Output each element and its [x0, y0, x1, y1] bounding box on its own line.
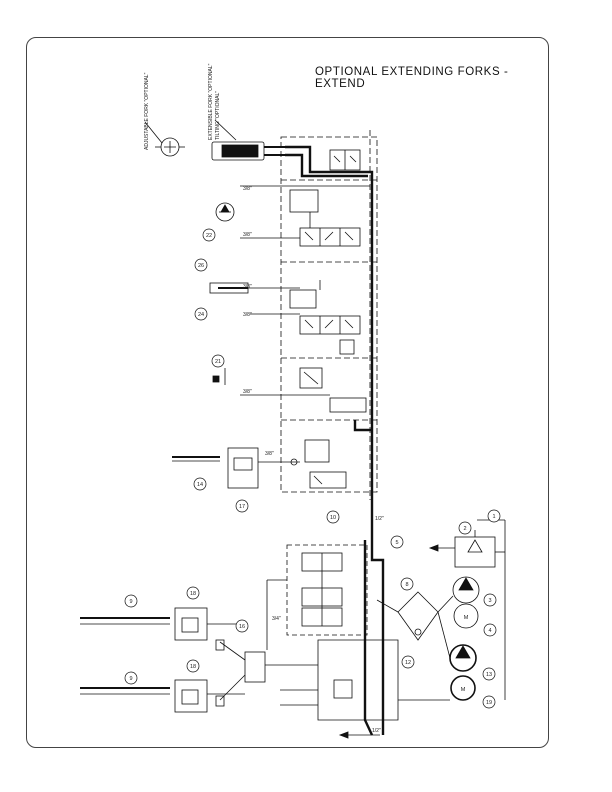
- callout-9-lower: 9: [124, 671, 138, 685]
- manifold: [397, 591, 454, 659]
- svg-text:10: 10: [330, 515, 336, 521]
- svg-text:17: 17: [239, 504, 245, 510]
- callouts: 22 26 24 21 14 17 10 1 2 3 4 5 8 9 9 18 …: [124, 228, 501, 709]
- valve-block-outline: [280, 130, 378, 500]
- svg-text:3: 3: [488, 598, 491, 604]
- valve-section-1: [329, 149, 361, 171]
- size-label: 3/8": [243, 284, 252, 290]
- svg-text:M: M: [461, 687, 466, 693]
- callout-12: 12: [401, 655, 415, 669]
- svg-text:19: 19: [486, 700, 492, 706]
- svg-text:22: 22: [206, 233, 212, 239]
- callout-5: 5: [390, 535, 404, 549]
- filter-block: [428, 520, 506, 700]
- size-label: 3/8": [243, 312, 252, 318]
- valve-section-3: [209, 280, 361, 355]
- callout-2: 2: [458, 521, 472, 535]
- valve-section-4: [212, 367, 367, 413]
- label-adjustable-fork: ADJUSTABLE FORK "OPTIONAL": [144, 72, 150, 150]
- svg-text:4: 4: [488, 628, 491, 634]
- left-cylinder-lower: [80, 679, 245, 713]
- label-extensible-fork: EXTENSIBLE FORK "OPTIONAL": [208, 63, 214, 140]
- svg-text:12: 12: [405, 660, 411, 666]
- label-tilting: TILTING "OPTIONAL": [215, 91, 221, 140]
- size-label: 3/8": [243, 232, 252, 238]
- callout-1: 1: [487, 509, 501, 523]
- callout-10: 10: [326, 510, 340, 524]
- callout-26: 26: [194, 258, 208, 272]
- svg-text:14: 14: [197, 482, 203, 488]
- svg-text:24: 24: [198, 312, 204, 318]
- valve-section-5: [172, 439, 347, 489]
- callout-13: 13: [482, 667, 496, 681]
- diagram-frame: [26, 37, 549, 748]
- lowering-valve: [215, 639, 266, 707]
- svg-text:18: 18: [190, 664, 196, 670]
- callout-16: 16: [235, 619, 249, 633]
- size-label: 1/2": [372, 728, 381, 734]
- svg-text:M: M: [464, 615, 469, 621]
- line-size-labels: 3/8" 3/8" 3/8" 3/8" 3/8" 3/8" 1/2" 3/4" …: [243, 186, 384, 734]
- valve-section-2: [215, 185, 370, 247]
- size-label: 3/8": [243, 186, 252, 192]
- callout-19: 19: [482, 695, 496, 709]
- callout-17: 17: [235, 499, 249, 513]
- callout-24: 24: [194, 307, 208, 321]
- svg-text:18: 18: [190, 591, 196, 597]
- diagram-title: OPTIONAL EXTENDING FORKS - EXTEND: [315, 66, 508, 90]
- size-label: 3/8": [265, 451, 274, 457]
- callout-18-lower: 18: [186, 659, 200, 673]
- svg-text:13: 13: [486, 672, 492, 678]
- svg-text:8: 8: [405, 582, 408, 588]
- pump-motor-upper: M: [452, 576, 480, 629]
- callout-9-upper: 9: [124, 594, 138, 608]
- tank: [317, 639, 399, 739]
- extensible-fork-cylinder: [211, 119, 285, 161]
- callout-14: 14: [193, 477, 207, 491]
- pump-motor-lower: M: [449, 644, 477, 701]
- callout-8: 8: [400, 577, 414, 591]
- svg-text:21: 21: [215, 359, 221, 365]
- callout-3: 3: [483, 593, 497, 607]
- callout-21: 21: [211, 354, 225, 368]
- callout-18-upper: 18: [186, 586, 200, 600]
- title-line-1: OPTIONAL EXTENDING FORKS -: [315, 66, 509, 78]
- size-label: 1/2": [375, 516, 384, 522]
- lower-valve-block: [266, 544, 368, 650]
- adjustable-fork-motor: [144, 121, 185, 157]
- callout-4: 4: [483, 623, 497, 637]
- left-cylinder-upper: [80, 607, 245, 641]
- callout-22: 22: [202, 228, 216, 242]
- size-label: 3/8": [243, 389, 252, 395]
- svg-text:9: 9: [129, 676, 132, 682]
- size-label: 3/4": [272, 616, 281, 622]
- svg-text:26: 26: [198, 263, 204, 269]
- svg-text:2: 2: [463, 526, 466, 532]
- svg-text:5: 5: [395, 540, 398, 546]
- svg-text:1: 1: [492, 514, 495, 520]
- title-line-2: EXTEND: [315, 78, 366, 90]
- svg-text:9: 9: [129, 599, 132, 605]
- svg-text:16: 16: [239, 624, 245, 630]
